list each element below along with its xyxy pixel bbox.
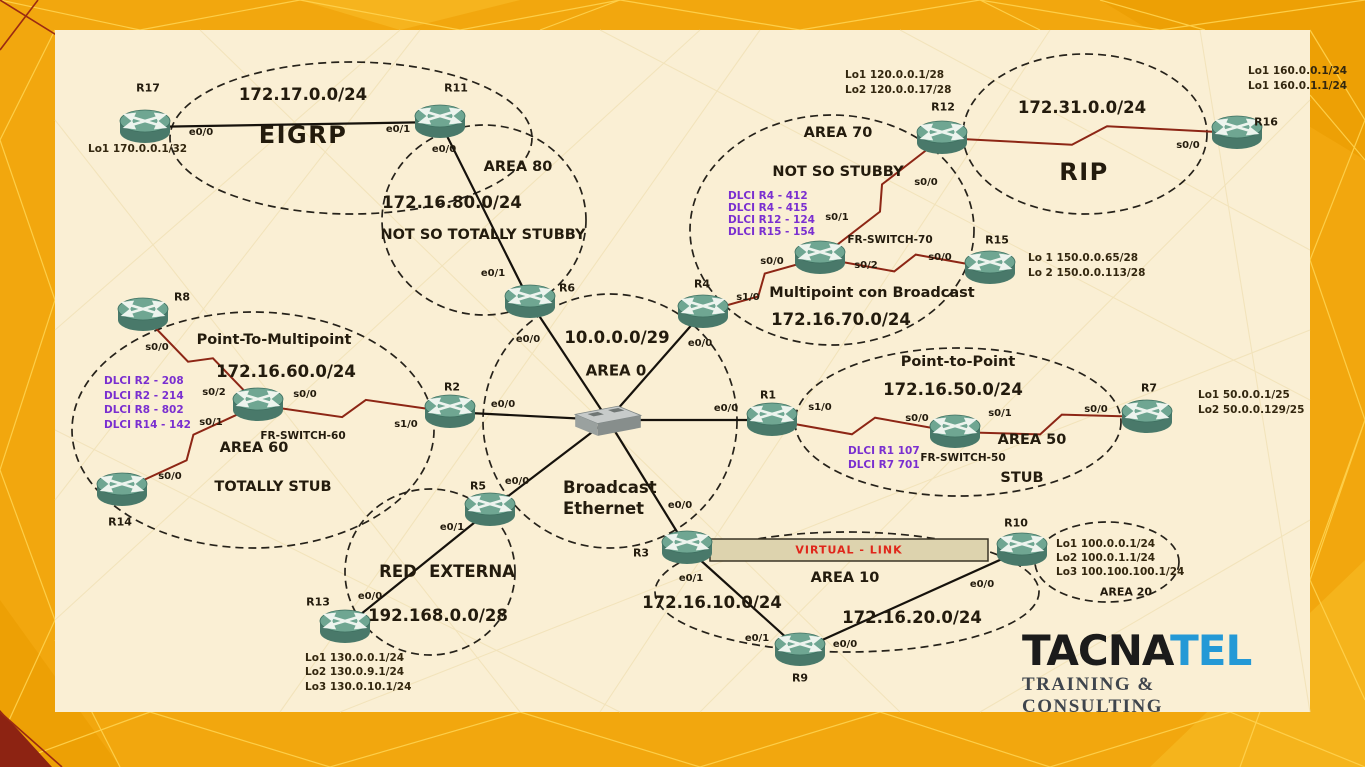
router-icon-R16 [1210,114,1264,151]
router-icon-R17 [118,108,172,145]
link-R5-broadcast-switch [489,419,609,511]
router-icon-R14 [95,471,149,508]
router-icon-R13 [318,608,372,645]
ellipse-area-20 [1034,521,1180,603]
link-R14-FR-SWITCH-60 [121,404,259,491]
ellipse-area-80 [381,124,587,316]
router-icon-R15 [963,249,1017,286]
link-R3-R9 [686,547,801,651]
links [121,120,1238,652]
ellipse-red-externa [344,488,516,656]
link-R17-R11 [144,120,441,129]
ellipse-area-10 [654,531,1040,653]
router-icon-R10 [995,531,1049,568]
virtual-link-bar [709,538,989,562]
router-icon-R11 [413,103,467,140]
router-icon-R4 [676,293,730,330]
router-icon-FR-SWITCH-70 [793,239,847,276]
router-icon-R2 [423,393,477,430]
router-icon-R5 [463,491,517,528]
router-icon-R8 [116,296,170,333]
link-FR-SWITCH-50-R7 [954,413,1148,436]
router-icon-R1 [745,401,799,438]
router-icon-R7 [1120,398,1174,435]
link-R9-R10 [799,548,1023,652]
link-R12-R16 [941,125,1238,146]
link-R11-R6 [439,121,531,303]
ellipse-area-70 [689,114,975,346]
link-R5-R13 [344,509,491,628]
virtual-link [709,538,989,562]
router-icon-R6 [503,283,557,320]
ellipse-area-60 [71,311,435,549]
ellipse-eigrp [169,61,533,215]
link-R4-FR-SWITCH-70 [702,257,821,313]
ellipse-rip [962,53,1208,215]
link-R3-broadcast-switch [607,419,688,549]
router-icon-R3 [660,529,714,566]
frame-red-accents [0,0,101,767]
canvas-background [55,30,1310,712]
link-R1-FR-SWITCH-50 [771,416,956,436]
canvas-mesh [54,29,1311,713]
link-FR-SWITCH-60-R2 [257,398,451,419]
link-R4-broadcast-switch [607,311,704,421]
link-FR-SWITCH-70-R12 [819,137,943,259]
router-icon-FR-SWITCH-50 [928,413,982,450]
link-FR-SWITCH-70-R15 [819,253,991,273]
router-icon-R9 [773,631,827,668]
link-R8-FR-SWITCH-60 [142,314,259,406]
link-R6-broadcast-switch [529,301,609,421]
router-icon-R12 [915,119,969,156]
router-icon-FR-SWITCH-60 [231,386,285,423]
ellipse-area-50 [794,347,1122,497]
